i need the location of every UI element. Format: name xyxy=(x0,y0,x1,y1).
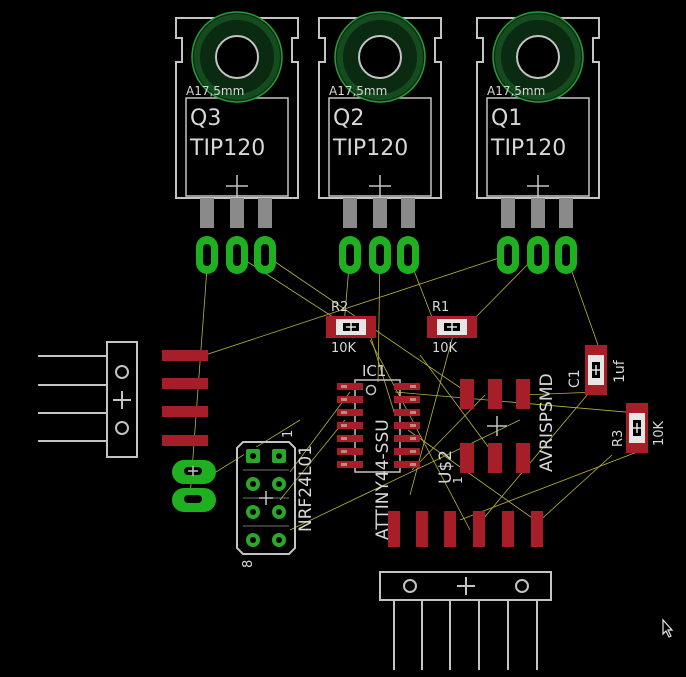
u2-pin1-label: 1 xyxy=(451,476,465,484)
capacitor-c1[interactable]: C1 1uf xyxy=(567,345,628,395)
nrf-pin8-label: 8 xyxy=(241,560,256,568)
u2-name-label: U$2 xyxy=(436,450,456,484)
transistor-name-label: Q3 xyxy=(190,106,221,131)
transistor-group: A17,5mmQ3TIP120A17,5mmQ2TIP120A17,5mmQ1T… xyxy=(175,11,600,274)
resistor-r3[interactable]: R3 10K xyxy=(611,403,667,453)
mounting-hole xyxy=(516,35,560,79)
transistor-value-label: TIP120 xyxy=(332,136,408,161)
hole-size-label: A17,5mm xyxy=(329,84,387,98)
nrf-pin1-label: 1 xyxy=(281,430,296,438)
bottom-smd-pads[interactable] xyxy=(388,511,543,547)
transistor-package-outline xyxy=(476,17,600,199)
transistor-pad-drill xyxy=(404,244,412,266)
r2-name-label: R2 xyxy=(331,300,348,315)
transistor-pad-drill xyxy=(504,244,512,266)
u2-value-label: AVRISPSMD xyxy=(537,373,557,472)
transistor-pad-drill xyxy=(376,244,384,266)
r3-name-label: R3 xyxy=(611,430,626,447)
heatsink-ring-inner xyxy=(495,14,581,100)
transistor-value-label: TIP120 xyxy=(490,136,566,161)
nrf-name-label: NRF24L01 xyxy=(296,445,316,532)
transistor-value-label: TIP120 xyxy=(189,136,265,161)
transistor-pad-drill xyxy=(233,244,241,266)
nrf24l01-header[interactable]: 1 8 NRF24L01 xyxy=(236,430,316,568)
ic1-attiny44[interactable]: IC1 ATTINY44-SSU xyxy=(337,362,420,540)
mounting-hole xyxy=(358,35,402,79)
c1-name-label: C1 xyxy=(567,369,583,388)
transistor-pad-drill xyxy=(346,244,354,266)
r3-value-label: 10K xyxy=(652,420,667,446)
transistor-leg xyxy=(559,198,573,228)
transistor-name-label: Q2 xyxy=(333,106,364,131)
transistor-pad-drill xyxy=(261,244,269,266)
transistor-pad-drill xyxy=(203,244,211,266)
transistor-name-label: Q1 xyxy=(491,106,522,131)
resistor-r1[interactable]: R1 10K xyxy=(427,300,477,356)
transistor-leg xyxy=(531,198,545,228)
ic1-name-label: IC1 xyxy=(362,362,386,380)
transistor-package-outline xyxy=(175,17,299,199)
r1-value-label: 10K xyxy=(432,341,458,356)
transistor-leg xyxy=(230,198,244,228)
transistor-pad-drill xyxy=(562,244,570,266)
mounting-hole xyxy=(215,35,259,79)
transistor-leg xyxy=(343,198,357,228)
c1-value-label: 1uf xyxy=(612,359,628,383)
left-header-smd-pads[interactable] xyxy=(162,350,208,446)
heatsink-ring-inner xyxy=(194,14,280,100)
transistor-leg xyxy=(258,198,272,228)
r2-value-label: 10K xyxy=(331,341,357,356)
transistor-leg xyxy=(501,198,515,228)
transistor-pad-drill xyxy=(534,244,542,266)
bottom-header-connector[interactable] xyxy=(379,571,552,670)
resistor-r2[interactable]: R2 10K xyxy=(326,300,376,356)
left-header-connector[interactable] xyxy=(38,341,138,458)
mouse-pointer-icon xyxy=(662,618,674,638)
transistor-leg xyxy=(373,198,387,228)
hole-size-label: A17,5mm xyxy=(186,84,244,98)
transistor-leg xyxy=(200,198,214,228)
heatsink-ring-inner xyxy=(337,14,423,100)
avrisp-smd-header[interactable]: U$2 1 AVRISPSMD xyxy=(436,373,557,484)
ic1-value-label: ATTINY44-SSU xyxy=(373,419,393,540)
transistor-package-outline xyxy=(318,17,442,199)
hole-size-label: A17,5mm xyxy=(487,84,545,98)
transistor-leg xyxy=(401,198,415,228)
two-pin-connector[interactable] xyxy=(172,460,216,512)
r1-name-label: R1 xyxy=(432,300,449,315)
